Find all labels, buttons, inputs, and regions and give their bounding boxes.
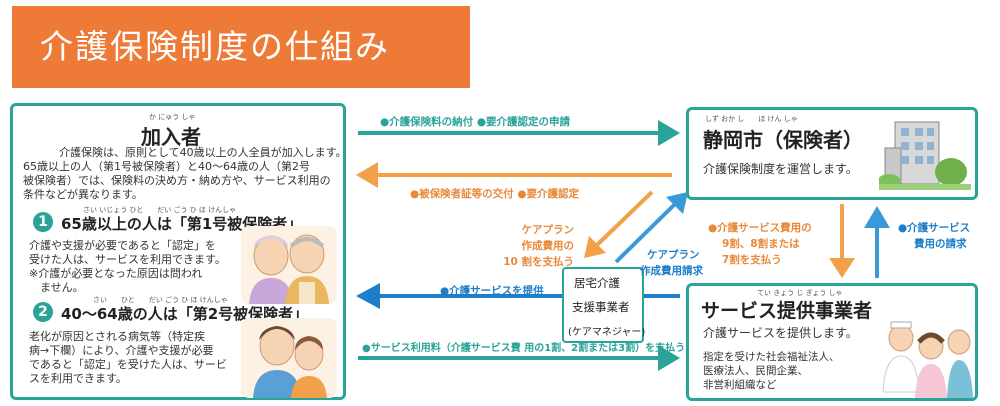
city-insurer-box: しず おか し ほ けん しゃ 静岡市（保険者） 介護保険制度を運営します。 — [686, 107, 978, 200]
arrow-care-plan-request — [614, 202, 677, 264]
number-badge-2: 2 — [33, 302, 53, 322]
care-staff-illustration — [882, 321, 973, 398]
subscriber-intro-line: 条件などが異なります。 — [23, 188, 143, 201]
label-service-fee-payment: 9割、8割または — [722, 238, 800, 250]
second-insured-text: であると「認定」を受けた人は、サービ — [29, 358, 227, 371]
second-insured-text: 老化が原因とされる病気等（特定疾 — [29, 330, 205, 343]
provider-ruby: てい きょう じ ぎょう しゃ — [757, 289, 843, 297]
title-banner: 介護保険制度の仕組み — [12, 6, 470, 88]
label-service-fee-payment: ●介護サービス費用の — [708, 222, 812, 234]
arrow-head-premium — [658, 120, 680, 146]
subscriber-ruby: か にゅう しゃ — [149, 113, 196, 121]
subscriber-box: か にゅう しゃ 加入者 介護保険は、原則として40歳以上の人全員が加入します。… — [10, 103, 347, 400]
first-insured-text: ません。 — [29, 281, 84, 294]
second-insured-text: スを利用できます。 — [29, 372, 127, 385]
arrow-head-care-plan-request — [666, 192, 688, 214]
arrow-head-service — [356, 283, 380, 309]
subscriber-intro-line: 65歳以上の人（第1号被保険者）と40～64歳の人（第2号 — [23, 160, 310, 173]
provider-description: 介護サービスを提供します。 — [703, 326, 858, 340]
city-ruby: しず おか し ほ けん しゃ — [705, 115, 798, 123]
label-service-fee-request: ●介護サービス — [898, 222, 971, 234]
first-insured-text: 介護や支援が必要であると「認定」を — [29, 239, 216, 252]
label-care-plan-request: 作成費用請求 — [640, 265, 703, 277]
first-insured-text: ※介護が必要となった原因は問われ — [29, 267, 203, 280]
city-title: 静岡市（保険者） — [703, 128, 863, 152]
provider-detail: 医療法人、民間企業、 — [703, 365, 808, 377]
label-care-plan-request: ケアプラン — [647, 249, 700, 261]
city-description: 介護保険制度を運営します。 — [703, 162, 858, 176]
first-insured-title: 65歳以上の人は「第1号被保険者」 — [61, 215, 303, 233]
label-service-provision: ●介護サービスを提供 — [440, 285, 544, 297]
elderly-couple-illustration — [241, 226, 337, 304]
arrow-head-card — [356, 162, 378, 188]
arrow-head-care-plan-payment — [584, 236, 606, 258]
care-manager-line: (ケアマネジャー) — [568, 327, 646, 338]
subscriber-intro-line: 被保険者）では、保険料の決め方・納め方や、サービス利用の — [23, 174, 331, 187]
page-title: 介護保険制度の仕組み — [40, 27, 390, 66]
label-premium-and-application: ●介護保険料の納付 ●要介護認定の申請 — [380, 116, 570, 128]
label-care-plan-payment: 作成費用の — [521, 240, 575, 252]
number-badge-1: 1 — [33, 212, 53, 232]
subscriber-intro-line: 介護保険は、原則として40歳以上の人全員が加入します。 — [59, 146, 347, 159]
label-care-plan-payment: ケアプラン — [521, 224, 575, 236]
label-service-fee-payment: 7割を支払う — [722, 254, 782, 266]
label-service-fee-request: 費用の請求 — [914, 238, 967, 250]
label-care-plan-payment: 10 割を支払う — [503, 256, 574, 268]
label-card-and-certification: ●被保険者証等の交付 ●要介護認定 — [410, 188, 579, 200]
arrow-head-user-fee — [658, 345, 680, 371]
label-user-fee: ●サービス利用料（介護サービス費 用の1割、2割または3割）を支払う — [362, 343, 686, 354]
service-provider-box: てい きょう じ ぎょう しゃ サービス提供事業者 介護サービスを提供します。 … — [686, 283, 978, 401]
arrow-care-plan-payment — [594, 190, 654, 248]
care-manager-line: 居宅介護 — [574, 276, 620, 290]
first-insured-text: 受けた人は、サービスを利用できます。 — [29, 253, 226, 266]
care-manager-line: 支援事業者 — [572, 300, 630, 314]
city-hall-building-illustration — [879, 121, 971, 190]
provider-detail: 非営利組織など — [703, 379, 777, 391]
care-manager-box: 居宅介護 支援事業者 (ケアマネジャー) — [562, 267, 646, 343]
first-insured-ruby: さい いじょう ひと だい ごう ひ ほ けんしゃ — [83, 206, 237, 214]
arrow-head-fee-request — [864, 206, 890, 228]
provider-title: サービス提供事業者 — [701, 300, 873, 322]
arrow-head-service-fee — [829, 258, 855, 278]
provider-detail: 指定を受けた社会福祉法人、 — [703, 351, 840, 363]
middle-aged-couple-illustration — [241, 318, 337, 398]
subscriber-title: 加入者 — [141, 125, 201, 149]
second-insured-ruby: さい ひと だい ごう ひ ほ けんしゃ — [93, 296, 228, 304]
second-insured-text: 病→下欄）により、介護や支援が必要 — [29, 344, 214, 357]
